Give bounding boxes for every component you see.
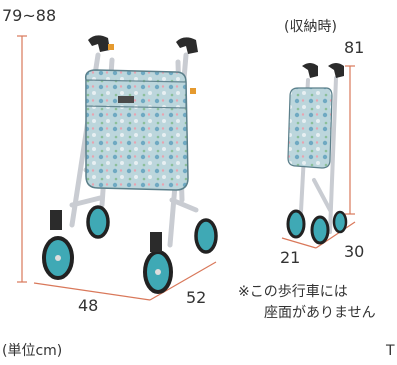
unit-label: (単位cm) [2,343,63,359]
wheel-rear-right [194,218,218,254]
folded-walker [286,63,348,245]
wheel-front-left [42,236,74,280]
height-range-label: 79~88 [2,6,57,25]
folded-width-label: 21 [280,248,301,267]
dimension-lines [17,35,356,301]
folded-caption: (収納時) [284,19,337,35]
walker-grips [88,35,198,94]
width-label: 48 [78,296,99,315]
walker-wheels [42,205,218,294]
no-seat-note-line2: 座面がありません [264,305,376,321]
depth-label: 52 [186,288,207,307]
folded-depth-label: 30 [344,242,365,261]
walker-bag [84,69,189,191]
wheel-front-right [143,250,173,294]
folded-height-label: 81 [344,38,365,57]
no-seat-note-line1: ※この歩行車には [238,284,348,300]
wheel-rear-left [86,205,110,239]
corner-mark: T [386,343,395,359]
